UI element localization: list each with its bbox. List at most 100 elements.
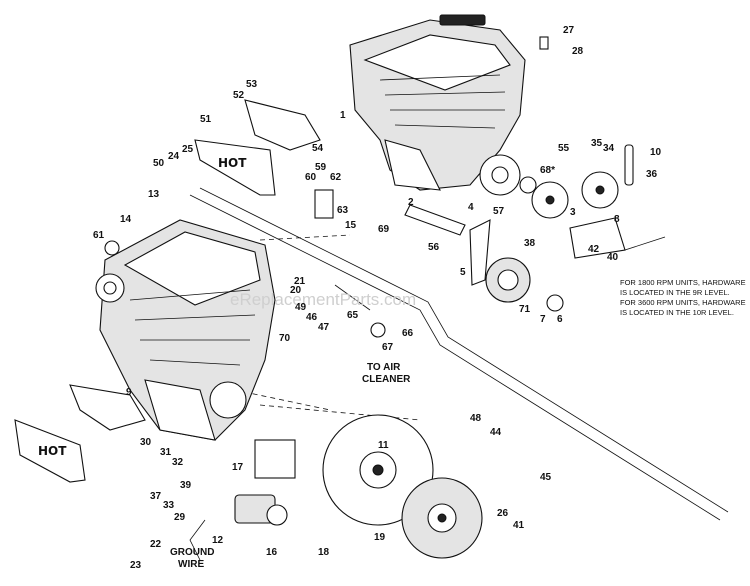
callout-63: 63 <box>337 205 349 216</box>
hot-label-lower: HOT <box>38 444 67 458</box>
air-cleaner-label-1: TO AIR <box>367 362 401 373</box>
callout-7: 7 <box>540 314 546 325</box>
callout-46: 46 <box>306 312 318 323</box>
callout-27: 27 <box>563 25 575 36</box>
callout-10: 10 <box>650 147 662 158</box>
belt-10 <box>624 144 634 186</box>
callout-32: 32 <box>172 457 184 468</box>
callout-29: 29 <box>174 512 186 523</box>
callout-20: 20 <box>290 285 302 296</box>
callout-11: 11 <box>378 440 389 451</box>
callout-41: 41 <box>513 520 525 531</box>
cap-61 <box>104 240 120 256</box>
callout-70: 70 <box>279 333 291 344</box>
callout-55: 55 <box>558 143 570 154</box>
fitting-66 <box>370 322 386 338</box>
callout-1: 1 <box>340 110 346 121</box>
exhaust-manifold-upper: HOT <box>194 99 321 196</box>
callout-61: 61 <box>93 230 105 241</box>
callout-16: 16 <box>266 547 278 558</box>
callout-33: 33 <box>163 500 175 511</box>
callout-4: 4 <box>468 202 474 213</box>
leader-dash-a <box>259 234 351 241</box>
callout-22: 22 <box>150 539 162 550</box>
callout-42: 42 <box>588 244 600 255</box>
ground-wire-cable <box>189 519 206 561</box>
callout-57: 57 <box>493 206 505 217</box>
callout-2: 2 <box>408 197 414 208</box>
starter-motor <box>234 494 288 526</box>
conduit-line <box>189 194 721 521</box>
bracket-2 <box>404 204 466 236</box>
callout-62: 62 <box>330 172 342 183</box>
callout-3: 3 <box>570 207 576 218</box>
pulley-set <box>519 171 619 312</box>
callout-56: 56 <box>428 242 440 253</box>
callout-30: 30 <box>140 437 152 448</box>
callout-8: 8 <box>614 214 620 225</box>
callout-15: 15 <box>345 220 357 231</box>
callout-34: 34 <box>603 143 615 154</box>
callout-37: 37 <box>150 491 162 502</box>
callout-24: 24 <box>168 151 180 162</box>
callout-67: 67 <box>382 342 394 353</box>
callout-31: 31 <box>160 447 172 458</box>
note-leader <box>624 236 666 251</box>
callout-49: 49 <box>295 302 307 313</box>
callout-68star: 68* <box>540 165 555 176</box>
callout-28: 28 <box>572 46 584 57</box>
callout-71: 71 <box>519 304 531 315</box>
callout-13: 13 <box>148 189 160 200</box>
plate-62 <box>314 189 334 219</box>
air-cleaner-hose <box>334 284 371 311</box>
callout-6: 6 <box>557 314 563 325</box>
callout-59: 59 <box>315 162 327 173</box>
callout-54: 54 <box>312 143 324 154</box>
lower-engine-block <box>95 219 276 441</box>
watermark: eReplacementParts.com <box>230 290 416 309</box>
callout-9: 9 <box>126 387 132 398</box>
callout-40: 40 <box>607 252 619 263</box>
callout-39: 39 <box>180 480 192 491</box>
note-line-3: FOR 3600 RPM UNITS, HARDWARE <box>620 298 746 307</box>
ground-wire-label-2: WIRE <box>178 559 204 570</box>
callout-19: 19 <box>374 532 386 543</box>
callout-65: 65 <box>347 310 359 321</box>
callout-35: 35 <box>591 138 603 149</box>
hot-label-upper: HOT <box>218 156 247 170</box>
leader-dash-b <box>234 389 331 411</box>
callout-5: 5 <box>460 267 466 278</box>
callout-12: 12 <box>212 535 224 546</box>
callout-38: 38 <box>524 238 536 249</box>
callout-52: 52 <box>233 90 245 101</box>
flywheel <box>401 477 483 559</box>
callout-48: 48 <box>470 413 482 424</box>
alternator <box>485 257 531 303</box>
callout-23: 23 <box>130 560 142 571</box>
plate-17 <box>254 439 296 479</box>
callout-50: 50 <box>153 158 165 169</box>
callout-53: 53 <box>246 79 258 90</box>
note-line-4: IS LOCATED IN THE 10R LEVEL. <box>620 308 734 317</box>
ground-wire-label-1: GROUND <box>170 547 214 558</box>
callout-21: 21 <box>294 276 306 287</box>
conduit-line-2 <box>199 187 729 513</box>
callout-51: 51 <box>200 114 212 125</box>
flywheel-housing <box>322 414 434 526</box>
callout-47: 47 <box>318 322 330 333</box>
air-cleaner-label-2: CLEANER <box>362 374 411 385</box>
callout-26: 26 <box>497 508 509 519</box>
callout-36: 36 <box>646 169 658 180</box>
sensor-27 <box>539 36 549 50</box>
callout-17: 17 <box>232 462 244 473</box>
note-line-1: FOR 1800 RPM UNITS, HARDWARE <box>620 278 746 287</box>
note-line-2: IS LOCATED IN THE 9R LEVEL. <box>620 288 730 297</box>
callout-60: 60 <box>305 172 317 183</box>
callout-45: 45 <box>540 472 552 483</box>
exhaust-manifold-lower: HOT <box>14 384 146 483</box>
callout-66: 66 <box>402 328 414 339</box>
upper-engine-block <box>349 14 526 196</box>
callout-layer: 1234567891011121314151617181920212223242… <box>93 25 662 571</box>
strap-5 <box>469 219 491 286</box>
